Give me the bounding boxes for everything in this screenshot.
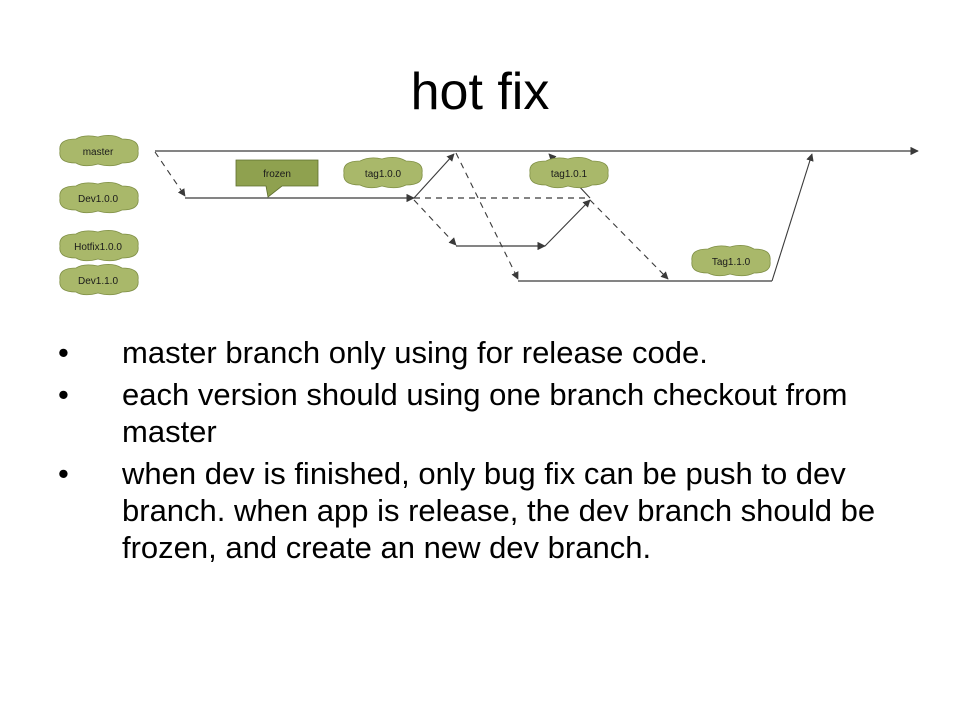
bullet-marker: • — [58, 456, 69, 491]
frozen-callout: frozen — [235, 159, 319, 198]
master-to-dev110-dashed — [455, 152, 519, 280]
bullet-text: master branch only using for release cod… — [122, 335, 708, 370]
slide-title: hot fix — [410, 63, 550, 121]
dev100-to-master-release — [413, 153, 455, 199]
bullet-marker: • — [58, 335, 69, 370]
branch-label-dev100: Dev1.0.0 — [59, 182, 139, 214]
branch-diagram: master Dev1.0.0 Hotfix1.0.0 Dev1.1.0 fro… — [59, 135, 919, 296]
svg-text:frozen: frozen — [263, 169, 291, 180]
svg-text:Dev1.0.0: Dev1.0.0 — [78, 194, 118, 205]
svg-text:tag1.0.0: tag1.0.0 — [365, 169, 402, 180]
svg-text:Dev1.1.0: Dev1.1.0 — [78, 276, 118, 287]
dev100-to-hotfix-dashed — [413, 199, 457, 246]
dev100-to-dev110-dashed — [589, 199, 669, 280]
tag-label-110: Tag1.1.0 — [691, 245, 771, 277]
branch-label-hotfix100: Hotfix1.0.0 — [59, 230, 139, 262]
bullet-marker: • — [58, 377, 69, 412]
svg-text:master: master — [83, 147, 114, 158]
bullet-item: • each version should using one branch c… — [58, 376, 918, 450]
bullet-text: when dev is finished, only bug fix can b… — [122, 456, 876, 565]
tag-label-100: tag1.0.0 — [343, 157, 423, 189]
master-to-dev100-dashed — [154, 151, 186, 197]
svg-text:Tag1.1.0: Tag1.1.0 — [712, 257, 751, 268]
svg-text:Hotfix1.0.0: Hotfix1.0.0 — [74, 242, 122, 253]
dev110-to-master-release — [771, 153, 814, 282]
branch-label-dev110: Dev1.1.0 — [59, 264, 139, 296]
tag-label-101: tag1.0.1 — [529, 157, 609, 189]
svg-text:tag1.0.1: tag1.0.1 — [551, 169, 588, 180]
bullet-text: each version should using one branch che… — [122, 377, 848, 449]
bullet-list: • master branch only using for release c… — [58, 334, 918, 571]
hotfix-to-dev100-merge — [544, 199, 591, 247]
bullet-item: • master branch only using for release c… — [58, 334, 918, 371]
bullet-item: • when dev is finished, only bug fix can… — [58, 455, 918, 566]
branch-label-master: master — [59, 135, 139, 167]
